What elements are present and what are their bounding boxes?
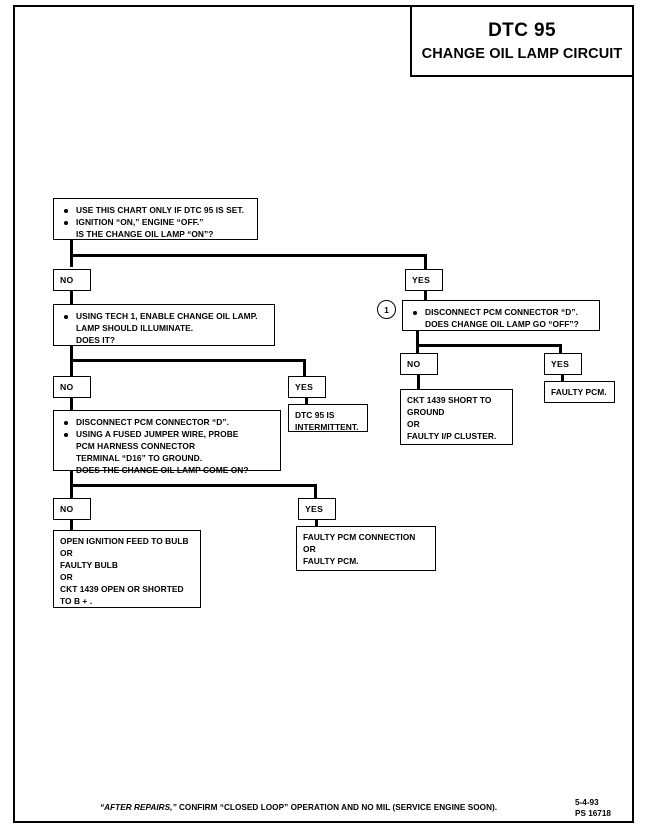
result-pcm-conn-line-2: OR bbox=[303, 543, 316, 554]
connector-yes1-down bbox=[424, 291, 427, 301]
step2-line-3: DOES IT? bbox=[76, 334, 116, 345]
start-bullet-2: IGNITION “ON,” ENGINE “OFF.” bbox=[62, 217, 251, 229]
step2r-line-2: DOES CHANGE OIL LAMP GO “OFF”? bbox=[425, 318, 579, 329]
step3-bullet-2: USING A FUSED JUMPER WIRE, PROBE bbox=[62, 429, 274, 441]
reference-marker-1: 1 bbox=[377, 300, 396, 319]
bullet-dot-icon bbox=[64, 209, 68, 213]
branch1-yes-label: YES bbox=[405, 269, 443, 291]
connector-no3-down bbox=[70, 520, 73, 531]
footer-note-italic: “AFTER REPAIRS,” bbox=[100, 803, 177, 812]
step3-line-3: PCM HARNESS CONNECTOR bbox=[76, 440, 196, 451]
result-ckt-short-line-4: FAULTY I/P CLUSTER. bbox=[407, 430, 497, 441]
branch2r-no-label: NO bbox=[400, 353, 438, 375]
branch2-no-label: NO bbox=[53, 376, 91, 398]
result-ckt-short-line-1: CKT 1439 SHORT TO bbox=[407, 395, 492, 405]
connector-yes3-down bbox=[315, 520, 318, 526]
footer-note: “AFTER REPAIRS,” CONFIRM “CLOSED LOOP” O… bbox=[100, 803, 550, 812]
result-open-ignition-box: OPEN IGNITION FEED TO BULB OR FAULTY BUL… bbox=[53, 530, 201, 608]
result-intermittent-line-2: INTERMITTENT. bbox=[295, 421, 359, 432]
result-open-line-6: TO B + . bbox=[60, 595, 93, 606]
connector-branch3-yes-down bbox=[314, 484, 317, 499]
step2-line-2: LAMP SHOULD ILLUMINATE. bbox=[76, 322, 194, 333]
connector-branch1-horizontal bbox=[70, 254, 427, 257]
footer-publication-code: PS 16718 bbox=[575, 809, 611, 819]
page-border bbox=[13, 5, 634, 823]
result-faulty-pcm-connection-box: FAULTY PCM CONNECTION OR FAULTY PCM. bbox=[296, 526, 436, 571]
result-faulty-pcm-right-box: FAULTY PCM. bbox=[544, 381, 615, 403]
connector-no1-down bbox=[70, 291, 73, 304]
branch3-no-label: NO bbox=[53, 498, 91, 520]
step2-bullet-1: USING TECH 1, ENABLE CHANGE OIL LAMP. bbox=[62, 311, 268, 323]
connector-no2r-down bbox=[417, 375, 420, 389]
connector-branch3-horizontal bbox=[70, 484, 317, 487]
start-bullet-2-cont: IS THE CHANGE OIL LAMP “ON”? bbox=[76, 228, 214, 239]
step3-jumper-wire-box: DISCONNECT PCM CONNECTOR “D”. USING A FU… bbox=[53, 410, 281, 475]
footer-doc-code: 5-4-93 PS 16718 bbox=[575, 797, 635, 819]
result-pcm-conn-line-1: FAULTY PCM CONNECTION bbox=[303, 532, 416, 542]
start-bullet-1: USE THIS CHART ONLY IF DTC 95 IS SET. bbox=[62, 205, 251, 217]
branch3-yes-label: YES bbox=[298, 498, 336, 520]
step3-line-5: DOES THE CHANGE OIL LAMP COME ON? bbox=[76, 464, 249, 475]
connector-yes2r-down bbox=[561, 375, 564, 381]
circuit-name-title: CHANGE OIL LAMP CIRCUIT bbox=[421, 45, 623, 62]
title-block: DTC 95 CHANGE OIL LAMP CIRCUIT bbox=[410, 5, 634, 77]
branch1-no-label: NO bbox=[53, 269, 91, 291]
step2-tech1-box: USING TECH 1, ENABLE CHANGE OIL LAMP. LA… bbox=[53, 304, 275, 346]
footer-date: 5-4-93 bbox=[575, 798, 599, 807]
result-open-line-2: OR bbox=[60, 547, 73, 558]
connector-start-down bbox=[70, 240, 73, 267]
branch2r-yes-label: YES bbox=[544, 353, 582, 375]
bullet-dot-icon bbox=[64, 421, 68, 425]
bullet-dot-icon bbox=[64, 315, 68, 319]
result-faulty-pcm-right-line-1: FAULTY PCM. bbox=[551, 387, 607, 397]
result-ckt-short-line-3: OR bbox=[407, 418, 420, 429]
connector-yes2-down bbox=[305, 398, 308, 404]
bullet-dot-icon bbox=[64, 432, 68, 437]
branch2-yes-label: YES bbox=[288, 376, 326, 398]
connector-branch2r-yes-down bbox=[559, 344, 562, 354]
result-pcm-conn-line-3: FAULTY PCM. bbox=[303, 555, 359, 566]
connector-branch2-horizontal bbox=[70, 359, 306, 362]
step3-line-4: TERMINAL “D16” TO GROUND. bbox=[76, 452, 203, 463]
connector-no2-down bbox=[70, 398, 73, 410]
result-ckt-short-line-2: GROUND bbox=[407, 406, 445, 417]
result-dtc95-intermittent-box: DTC 95 IS INTERMITTENT. bbox=[288, 404, 368, 432]
result-intermittent-line-1: DTC 95 IS bbox=[295, 410, 335, 420]
bullet-dot-icon bbox=[413, 311, 417, 315]
bullet-dot-icon bbox=[64, 220, 68, 225]
result-open-line-5: CKT 1439 OPEN OR SHORTED bbox=[60, 583, 184, 594]
step2r-bullet-1: DISCONNECT PCM CONNECTOR “D”. bbox=[411, 307, 593, 319]
connector-branch2r-horizontal bbox=[416, 344, 562, 347]
step2-disconnect-pcm-box: DISCONNECT PCM CONNECTOR “D”. DOES CHANG… bbox=[402, 300, 600, 331]
footer-note-rest: CONFIRM “CLOSED LOOP” OPERATION AND NO M… bbox=[176, 803, 498, 812]
result-open-line-1: OPEN IGNITION FEED TO BULB bbox=[60, 536, 189, 546]
result-open-line-4: OR bbox=[60, 571, 73, 582]
connector-branch2-yes-down bbox=[303, 359, 306, 377]
connector-branch1-yes-down bbox=[424, 254, 427, 270]
step3-bullet-1: DISCONNECT PCM CONNECTOR “D”. bbox=[62, 417, 274, 429]
start-condition-box: USE THIS CHART ONLY IF DTC 95 IS SET. IG… bbox=[53, 198, 258, 240]
result-ckt1439-short-box: CKT 1439 SHORT TO GROUND OR FAULTY I/P C… bbox=[400, 389, 513, 445]
result-open-line-3: FAULTY BULB bbox=[60, 559, 118, 570]
dtc-code-title: DTC 95 bbox=[488, 19, 556, 41]
